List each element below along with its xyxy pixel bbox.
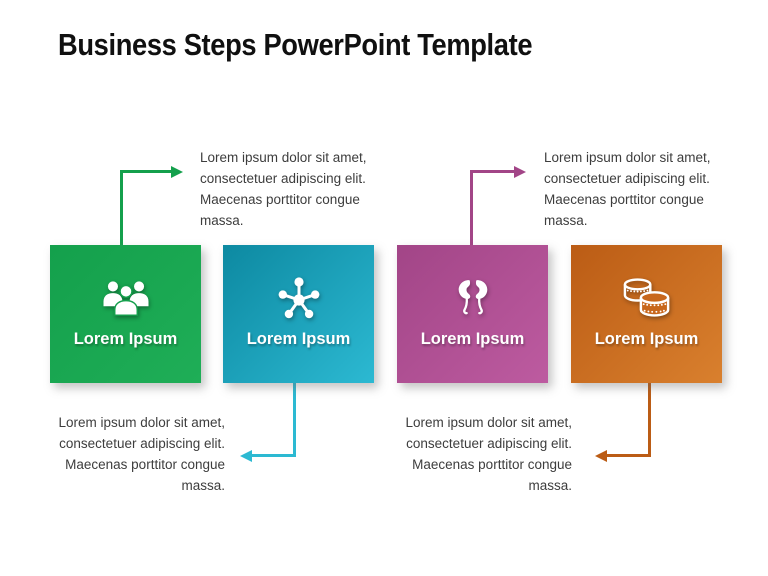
arrow-vertical-segment (293, 383, 296, 456)
arrow-vertical-segment (648, 383, 651, 456)
note-line: Maecenas porttitor congue (65, 457, 225, 472)
arrow-horizontal-segment (607, 454, 651, 457)
arrowhead-left-icon (240, 449, 252, 462)
step-box-3: Lorem Ipsum (397, 245, 548, 383)
arrowhead-left-icon (595, 449, 607, 462)
arrow-horizontal-segment (470, 170, 514, 173)
note-line: massa. (544, 213, 588, 228)
step-label: Lorem Ipsum (420, 330, 525, 348)
note-line: Lorem ipsum dolor sit amet, (58, 415, 225, 430)
step-icon-wrap (99, 271, 153, 327)
step-icon-wrap (452, 271, 494, 327)
arrow-horizontal-segment (252, 454, 296, 457)
note-line: Maecenas porttitor congue (412, 457, 572, 472)
network-nodes-icon (278, 277, 319, 319)
arrowhead-right-icon (514, 165, 526, 178)
note-line: Lorem ipsum dolor sit amet, (544, 150, 711, 165)
arrowhead-right-icon (171, 165, 183, 178)
step-label: Lorem Ipsum (246, 330, 351, 348)
arrow-vertical-segment (120, 171, 123, 245)
note-line: massa. (528, 478, 572, 493)
arrow-vertical-segment (470, 171, 473, 245)
note-line: massa. (200, 213, 244, 228)
note-line: consectetuer adipiscing elit. (59, 436, 225, 451)
step-label: Lorem Ipsum (594, 330, 699, 348)
step-icon-wrap (274, 271, 324, 327)
step-icon-wrap (616, 271, 678, 327)
note-line: Lorem ipsum dolor sit amet, (200, 150, 367, 165)
slide-title: Business Steps PowerPoint Template (58, 27, 533, 62)
annotation-bottom-left: Lorem ipsum dolor sit amet, consectetuer… (58, 412, 225, 496)
people-group-icon (103, 281, 148, 316)
note-line: consectetuer adipiscing elit. (544, 171, 710, 186)
note-line: consectetuer adipiscing elit. (406, 436, 572, 451)
step-box-1: Lorem Ipsum (50, 245, 201, 383)
note-line: consectetuer adipiscing elit. (200, 171, 366, 186)
step-label: Lorem Ipsum (73, 330, 178, 348)
note-line: Lorem ipsum dolor sit amet, (405, 415, 572, 430)
annotation-bottom-right: Lorem ipsum dolor sit amet, consectetuer… (405, 412, 572, 496)
note-line: Maecenas porttitor congue (200, 192, 360, 207)
coin-stacks-icon (623, 278, 669, 317)
annotation-top-right: Lorem ipsum dolor sit amet, consectetuer… (544, 147, 711, 231)
arrow-horizontal-segment (120, 170, 171, 173)
step-box-4: Lorem Ipsum (571, 245, 722, 383)
kidneys-icon (458, 280, 487, 315)
note-line: Maecenas porttitor congue (544, 192, 704, 207)
annotation-top-left: Lorem ipsum dolor sit amet, consectetuer… (200, 147, 367, 231)
step-box-2: Lorem Ipsum (223, 245, 374, 383)
note-line: massa. (181, 478, 225, 493)
